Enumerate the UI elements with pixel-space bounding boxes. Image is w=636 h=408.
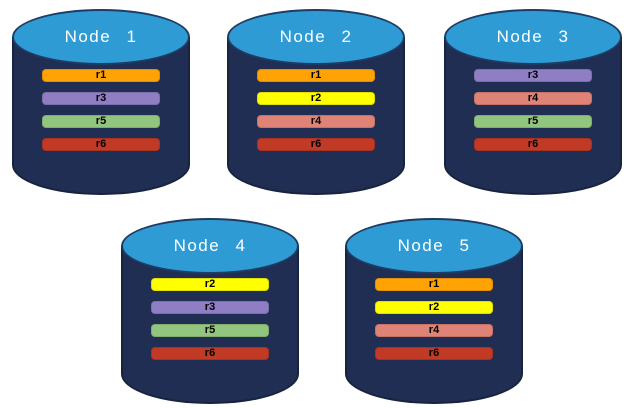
replica-label: r3: [527, 69, 539, 81]
cylinder-top: Node 3: [444, 9, 622, 65]
replica-bar: r3: [151, 301, 269, 314]
replica-bar: r6: [375, 347, 493, 360]
replica-label: r1: [310, 69, 322, 81]
replica-label: r4: [310, 115, 322, 127]
replica-label: r6: [95, 138, 107, 150]
replica-bar-list: r2 r3 r5 r6: [151, 278, 269, 370]
replica-bar: r4: [257, 115, 375, 128]
cylinder-top: Node 1: [12, 9, 190, 65]
replica-label: r5: [204, 324, 216, 336]
node-title: Node 4: [173, 236, 247, 255]
replica-bar: r1: [375, 278, 493, 291]
replica-label: r5: [527, 115, 539, 127]
replica-bar: r5: [42, 115, 160, 128]
replica-bar: r4: [474, 92, 592, 105]
cylinder-top: Node 4: [121, 218, 299, 274]
replica-bar: r3: [42, 92, 160, 105]
replica-label: r4: [428, 324, 440, 336]
replica-bar-list: r3 r4 r5 r6: [474, 69, 592, 161]
replica-label: r2: [428, 301, 440, 313]
node-title: Node 5: [397, 236, 471, 255]
node-title: Node 1: [64, 27, 138, 46]
replica-bar: r6: [151, 347, 269, 360]
replica-label: r6: [310, 138, 322, 150]
replica-bar: r6: [42, 138, 160, 151]
replica-bar-list: r1 r2 r4 r6: [257, 69, 375, 161]
replica-bar: r2: [375, 301, 493, 314]
replica-bar: r5: [474, 115, 592, 128]
replica-label: r5: [95, 115, 107, 127]
replica-bar: r2: [257, 92, 375, 105]
replica-bar: r5: [151, 324, 269, 337]
cylinder-top: Node 2: [227, 9, 405, 65]
node-3-cylinder: Node 3 r3 r4 r5 r6: [444, 9, 622, 197]
node-title: Node 2: [279, 27, 353, 46]
node-title: Node 3: [496, 27, 570, 46]
replica-label: r1: [95, 69, 107, 81]
replica-bar-list: r1 r3 r5 r6: [42, 69, 160, 161]
replica-bar: r6: [257, 138, 375, 151]
replica-bar: r6: [474, 138, 592, 151]
replica-bar: r3: [474, 69, 592, 82]
replica-label: r6: [527, 138, 539, 150]
replica-label: r6: [428, 347, 440, 359]
cylinder-top: Node 5: [345, 218, 523, 274]
replica-label: r2: [310, 92, 322, 104]
node-4-cylinder: Node 4 r2 r3 r5 r6: [121, 218, 299, 406]
replica-label: r6: [204, 347, 216, 359]
replica-bar: r4: [375, 324, 493, 337]
node-5-cylinder: Node 5 r1 r2 r4 r6: [345, 218, 523, 406]
node-2-cylinder: Node 2 r1 r2 r4 r6: [227, 9, 405, 197]
replica-label: r3: [95, 92, 107, 104]
replica-bar: r1: [257, 69, 375, 82]
replica-label: r2: [204, 278, 216, 290]
replica-bar: r1: [42, 69, 160, 82]
node-1-cylinder: Node 1 r1 r3 r5 r6: [12, 9, 190, 197]
replica-label: r4: [527, 92, 539, 104]
replica-bar-list: r1 r2 r4 r6: [375, 278, 493, 370]
replica-bar: r2: [151, 278, 269, 291]
replica-label: r3: [204, 301, 216, 313]
replica-label: r1: [428, 278, 440, 290]
